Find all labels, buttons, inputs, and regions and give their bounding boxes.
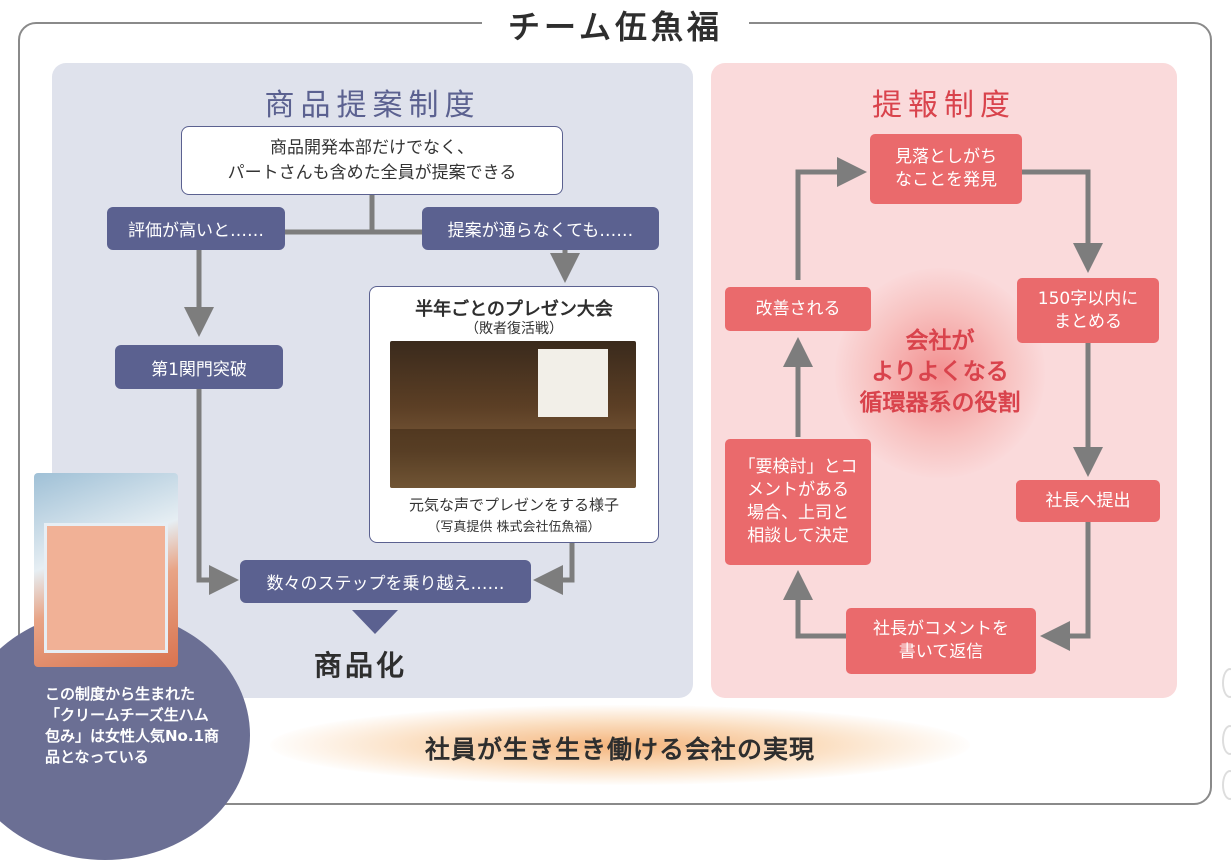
reply-line-2: 書いて返信 xyxy=(898,642,984,662)
cycle-arrow-2 xyxy=(1022,169,1103,273)
product-package xyxy=(44,523,168,653)
arrow-step1-to-steps xyxy=(196,389,239,595)
consult-line-3: 場合、上司と xyxy=(747,503,849,523)
cycle-submit-box: 社長へ提出 xyxy=(1016,480,1160,522)
cycle-discover-box: 見落としがち なことを発見 xyxy=(870,134,1022,204)
footer-glow xyxy=(270,705,970,785)
cycle-arrow-1 xyxy=(795,157,867,280)
top-box-line-2: パートさんも含めた全員が提案できる xyxy=(227,163,517,183)
discover-line-1: 見落としがち xyxy=(895,147,997,167)
arrow-presentation-to-steps xyxy=(533,543,575,595)
productization-label: 商品化 xyxy=(314,649,408,682)
presentation-photo xyxy=(390,341,636,488)
product-note-line-3: 包み」は女性人気No.1商 xyxy=(45,727,219,745)
down-triangle-icon xyxy=(352,610,398,634)
consult-line-2: メントがある xyxy=(747,480,849,500)
cycle-improved-box: 改善される xyxy=(725,287,871,331)
side-decoration-1 xyxy=(1222,668,1231,698)
presentation-subtitle: （敗者復活戦） xyxy=(465,321,563,337)
cycle-arrow-5 xyxy=(783,570,846,639)
cycle-consult-box: 「要検討」とコ メントがある 場合、上司と 相談して決定 xyxy=(725,439,871,565)
presentation-title: 半年ごとのプレゼン大会 xyxy=(415,299,613,320)
proposal-top-box: 商品開発本部だけでなく、 パートさんも含めた全員が提案できる xyxy=(181,126,563,195)
discover-line-2: なことを発見 xyxy=(895,170,997,190)
projector-screen xyxy=(538,349,608,417)
side-decoration-3 xyxy=(1222,770,1231,800)
product-note-line-4: 品となっている xyxy=(45,748,149,766)
product-proposal-title: 商品提案制度 xyxy=(264,88,481,123)
branch-right-box: 提案が通らなくても…… xyxy=(422,207,659,250)
cycle-reply-box: 社長がコメントを 書いて返信 xyxy=(846,608,1036,674)
footer-slogan: 社員が生き生き働ける会社の実現 xyxy=(424,735,815,764)
side-decoration-2 xyxy=(1222,725,1231,755)
consult-line-4: 相談して決定 xyxy=(747,526,849,546)
consult-line-1: 「要検討」とコ xyxy=(738,457,858,477)
summarize-line-1: 150字以内に xyxy=(1037,288,1139,309)
main-title: チーム伍魚福 xyxy=(0,2,1231,48)
center-line-3: 循環器系の役割 xyxy=(859,390,1021,416)
summarize-line-2: まとめる xyxy=(1054,311,1122,332)
photo-credit: （写真提供 株式会社伍魚福） xyxy=(427,520,601,535)
reply-line-1: 社長がコメントを xyxy=(873,619,1009,639)
steps-box: 数々のステップを乗り越え…… xyxy=(240,560,531,603)
step1-box: 第1関門突破 xyxy=(115,345,283,389)
report-system-title: 提報制度 xyxy=(872,88,1016,123)
product-note: この制度から生まれた 「クリームチーズ生ハム 包み」は女性人気No.1商 品とな… xyxy=(45,684,245,768)
product-note-line-2: 「クリームチーズ生ハム xyxy=(45,706,209,724)
center-line-1: 会社が xyxy=(905,328,975,354)
product-photo xyxy=(34,473,178,667)
stage-shade xyxy=(390,429,636,488)
cycle-arrow-4 xyxy=(1040,522,1091,651)
center-line-2: よりよくなる xyxy=(871,359,1009,385)
product-note-line-1: この制度から生まれた xyxy=(45,685,196,703)
cycle-center-text: 会社が よりよくなる 循環器系の役割 xyxy=(835,326,1045,419)
cycle-summarize-box: 150字以内に まとめる xyxy=(1017,278,1159,343)
presentation-caption: 元気な声でプレゼンをする様子 xyxy=(408,496,619,514)
connector-arrows xyxy=(184,157,1103,651)
top-box-line-1: 商品開発本部だけでなく、 xyxy=(270,138,474,158)
branch-left-box: 評価が高いと…… xyxy=(107,207,285,250)
